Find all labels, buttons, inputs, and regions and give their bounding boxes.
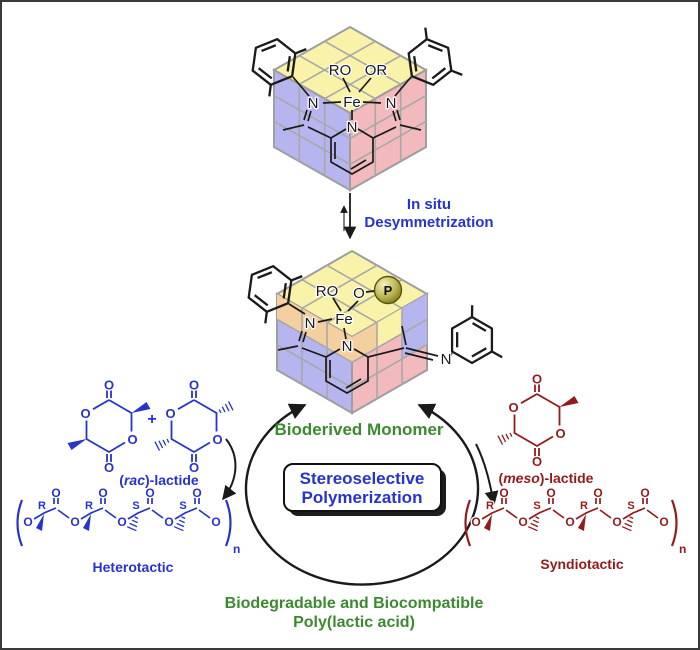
svg-text:O: O [532,454,542,469]
meso-ring: O O O O [497,370,579,470]
syndiotactic-label: Syndiotactic [540,556,623,572]
svg-text:O: O [127,432,137,447]
transformation-label: In situ Desymmetrization [364,196,493,231]
svg-text:O: O [659,515,668,529]
svg-text:O: O [508,400,518,415]
pyridine-n-label: N [347,119,358,136]
cube2-scramble-tan-strip [277,294,352,363]
transformation-line2: Desymmetrization [364,214,493,231]
alkoxide-label2: RO [316,283,339,300]
rac-ring-SS: O O O O [154,376,234,476]
svg-text:O: O [565,515,574,529]
alkoxide-left-label: RO [329,62,352,79]
svg-text:O: O [104,460,114,475]
syndiotactic-polymer: O O O O O O O O O R S R S n Syndiotactic [464,485,688,572]
svg-text:O: O [593,486,602,500]
arrow-to-syndiotactic [475,443,499,506]
svg-text:O: O [499,486,508,500]
rac-lactide: O O O O + O O O O (rac)-lactide [67,376,234,488]
syndio-subscript-n: n [679,542,686,556]
arrow-to-heterotactic [222,438,237,501]
imine-n-left-label: N [308,95,319,112]
active-catalyst-complex: P RO O Fe N N N [232,250,509,394]
svg-text:O: O [555,426,565,441]
meso-lactide: O O O O (meso)-lactide [497,370,594,486]
box-line2: Polymerization [302,488,423,507]
imine-n-right-label2: N [441,351,452,368]
plus-sign: + [147,411,156,428]
p-sphere [373,275,403,305]
svg-text:O: O [612,515,621,529]
svg-text:O: O [189,378,199,393]
footer-line2: Poly(lactic acid) [293,614,415,631]
rac-lactide-label: (rac)-lactide [119,472,199,488]
precatalyst-complex: RO OR Fe N N N [236,23,468,175]
transformation-line1: In situ [407,196,451,213]
desymmetrization-arrow [340,193,357,240]
svg-text:R: R [580,500,588,512]
cube2-grid [276,264,428,399]
hetero-subscript-n: n [233,542,240,556]
cube2-scramble-yellow-r1c2 [377,308,402,348]
heterotactic-polymer: O O O O O O O O O R R S S n Heterotactic [16,485,242,575]
svg-text:O: O [145,486,154,500]
imine-n-left-label2: N [305,315,316,332]
svg-text:O: O [518,515,527,529]
svg-text:O: O [98,486,107,500]
pyridine-n-label2: N [342,338,353,355]
svg-text:O: O [471,515,480,529]
svg-text:O: O [192,486,201,500]
svg-text:O: O [532,372,542,387]
svg-text:O: O [104,378,114,393]
svg-text:O: O [51,486,60,500]
svg-text:S: S [132,500,139,512]
svg-text:O: O [80,406,90,421]
svg-text:R: R [486,500,494,512]
catalytic-cycle-arc [244,403,480,586]
svg-text:O: O [165,406,175,421]
polymerization-box: Stereoselective Polymerization [283,463,446,516]
svg-text:O: O [211,515,220,529]
bridging-o-label: O [353,285,365,302]
svg-text:S: S [179,500,186,512]
heterotactic-label: Heterotactic [93,559,174,575]
active-catalyst-cube [274,249,430,415]
rac-ring-RR: O O O O [67,376,151,476]
polymer-chain-p-label: P [384,283,393,298]
imine-n-right-label: N [386,95,397,112]
svg-text:O: O [117,515,126,529]
svg-text:S: S [533,500,540,512]
svg-text:O: O [189,460,199,475]
svg-text:R: R [85,500,93,512]
meso-lactide-label: (meso)-lactide [499,470,594,486]
iron-center-label2: Fe [335,311,353,328]
box-face [283,463,442,512]
box-line1: Stereoselective [300,469,425,488]
svg-text:S: S [627,500,634,512]
svg-text:O: O [70,515,79,529]
svg-text:O: O [164,515,173,529]
iron-center-label: Fe [343,94,361,111]
svg-text:O: O [212,432,222,447]
svg-text:O: O [23,515,32,529]
svg-text:O: O [640,486,649,500]
alkoxide-right-label: OR [365,62,388,79]
svg-text:R: R [38,500,46,512]
svg-text:O: O [546,486,555,500]
footer-line1: Biodegradable and Biocompatible [225,595,484,612]
monomer-heading: Bioderived Monomer [274,420,443,439]
cube2-scramble-blue-r1c3 [402,294,427,334]
